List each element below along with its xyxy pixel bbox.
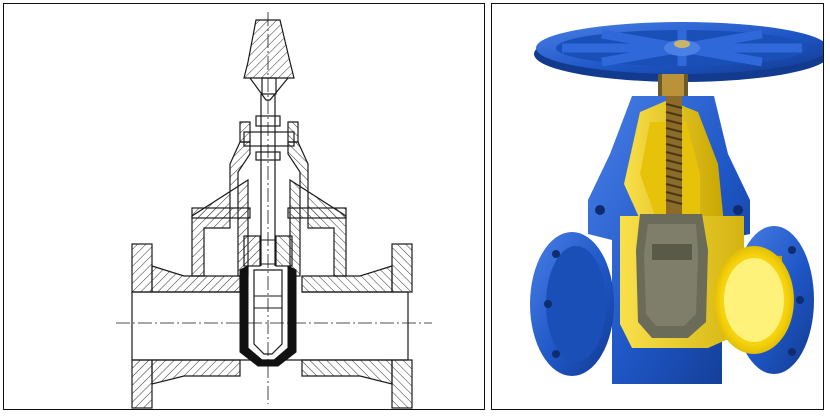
stem-cap <box>243 19 295 101</box>
valve-cutaway-illustration <box>530 22 823 384</box>
valve-stem <box>255 94 281 266</box>
left-flange <box>131 243 241 409</box>
pipe-bore <box>131 291 409 361</box>
cross-section-drawing-panel <box>3 3 485 410</box>
cutaway-photo-panel <box>491 3 824 410</box>
threaded-stem <box>665 96 683 216</box>
right-flange <box>301 243 413 409</box>
stem-nut <box>243 235 293 267</box>
valve-body <box>191 121 347 277</box>
gate-wedge-cutaway <box>636 214 708 338</box>
handwheel <box>534 22 823 82</box>
valve-section-drawing <box>116 12 432 409</box>
stem-top <box>658 74 688 96</box>
gate-wedge <box>239 265 297 367</box>
